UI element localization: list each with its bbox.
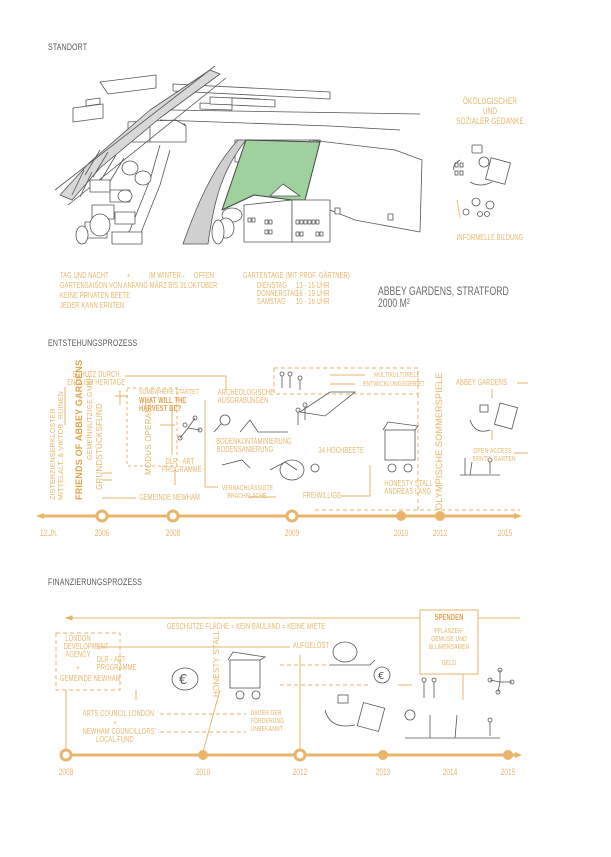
book-icon: [485, 157, 511, 185]
label-entwicklung: ENTWICKLUNGSGEBIET: [363, 381, 425, 388]
gartentage-title: GARTENTAGE (MIT PROF. GÄRTNER): [243, 271, 350, 280]
people-group-sketch: [279, 371, 303, 390]
euro-coin-icon: €: [171, 667, 199, 691]
gartentage-time: 16 - 19 UHR: [296, 289, 330, 298]
info-tag-und-nacht: TAG UND NACHT: [60, 271, 109, 280]
label-newham-fin: GEMEINDE NEWHAM: [60, 674, 121, 683]
label-councillors: NEWHAM COUNCILLORS'LOCAL FUND: [82, 727, 156, 744]
info-keine-beete: KEINE PRIVATEN BEETE: [60, 291, 131, 300]
label-hochbeete: 34 HOCHBEETE: [318, 446, 364, 455]
label-multi: MULTIKULTURELL: [374, 372, 420, 379]
gartentage-time: 10 - 16 UHR: [296, 297, 330, 306]
concept-caption: INFORMELLE BILDUNG: [456, 233, 524, 242]
euro-coin-icon-2: €: [373, 666, 391, 684]
label-honesty-fin: HONESTY STALL: [212, 629, 221, 697]
timeline-year: 2008: [58, 767, 74, 777]
network-sketch: [177, 415, 203, 441]
arrow-icon: [469, 181, 493, 186]
timeline-year: 2015: [500, 767, 516, 777]
section-heading-standort: STANDORT: [48, 42, 88, 52]
timeline-year: 2008: [165, 528, 181, 538]
carrot-icon: [456, 199, 461, 219]
info-plus: +: [127, 271, 131, 280]
label-geschuetzt: GESCHÜTZE FLÄCHE = KEIN BAULAND = KEINE …: [167, 622, 326, 631]
label-spenden: SPENDEN: [434, 613, 464, 622]
timeline-year: 2014: [442, 767, 458, 777]
timeline-year: 2009: [284, 528, 300, 538]
svg-text:€: €: [179, 673, 187, 688]
timeline-year: 12.Jh.: [40, 528, 58, 538]
timeline-year: 2012: [432, 528, 448, 538]
section-heading-entstehung: ENTSTEHUNGSPROZESS: [48, 338, 138, 348]
gartentage-day: DONNERSTAG: [257, 289, 299, 298]
honesty-stall-sketch: [227, 651, 267, 700]
apple-icon: [485, 200, 495, 210]
label-freiwillige: FREIWILLIGE: [303, 491, 342, 500]
timeline-year: 2013: [375, 767, 391, 777]
label-aufgeloest: AUFGELÖST: [293, 641, 330, 650]
arrow-icon: [453, 159, 461, 171]
timeline-year: 2006: [94, 528, 110, 538]
label-newham: GEMEINDE NEWHAM: [139, 493, 200, 502]
section-heading-finanzierung: FINANZIERUNGSPROZESS: [48, 577, 143, 587]
speech-bubble-icon: [471, 144, 483, 154]
label-plus-2: +: [113, 718, 117, 727]
gartentage-day: SAMSTAG: [257, 297, 286, 306]
people-icon: [454, 162, 464, 176]
info-offen: OFFEN: [194, 271, 215, 280]
info-arrow: →: [180, 271, 186, 280]
place-area: 2000 M²: [378, 296, 410, 310]
magnifier-icon: [219, 414, 231, 426]
concept-title: ÖKOLOGISCHER UND SOZIALER GEDANKE: [456, 96, 524, 126]
raised-beds-sketch: [298, 391, 357, 417]
info-person-icon: [478, 156, 490, 168]
gartentage-time: 13 - 15 UHR: [296, 281, 330, 290]
info-im-winter: IM WINTER: [149, 271, 182, 280]
label-arts: ARTS COUNCIL LONDON: [82, 709, 155, 718]
people-pair-sketch: [421, 677, 437, 698]
group-sketch: [330, 641, 376, 666]
garden-sketch: [404, 709, 500, 739]
svg-text:€: €: [378, 671, 384, 682]
timeline-year: 2010: [393, 528, 409, 538]
info-gartensaison: GARTENSAISON VON ANFANG MÄRZ BIS 31.OKTO…: [60, 281, 218, 290]
group-sketch: [279, 459, 320, 481]
education-sketch-3: [324, 694, 386, 732]
place-name: ABBEY GARDENS, STRATFORD: [378, 284, 509, 298]
people-sketch: [295, 402, 308, 425]
gartentage-day: DIENSTAG: [257, 281, 288, 290]
network-sketch: [487, 667, 515, 695]
label-plus: +: [76, 663, 80, 672]
entstehung-timeline: [36, 509, 522, 523]
tomato-icon: [471, 197, 481, 207]
info-jeder-kann-ernten: JEDER KANN ERNTEN: [60, 301, 125, 310]
label-somewhere: SOMEWHERE STARTET: [139, 389, 199, 396]
label-geld: GELD: [441, 660, 457, 667]
timeline-year: 2012: [292, 767, 308, 777]
honesty-stall-sketch: [382, 421, 419, 473]
garden-people-sketch: [460, 457, 500, 476]
label-abbey: ABBEY GARDENS: [456, 378, 508, 387]
timeline-year: 2015: [497, 528, 513, 538]
timeline-year: 2010: [195, 767, 211, 777]
education-sketch-2: [469, 402, 519, 432]
finanzierung-timeline: [59, 748, 522, 762]
